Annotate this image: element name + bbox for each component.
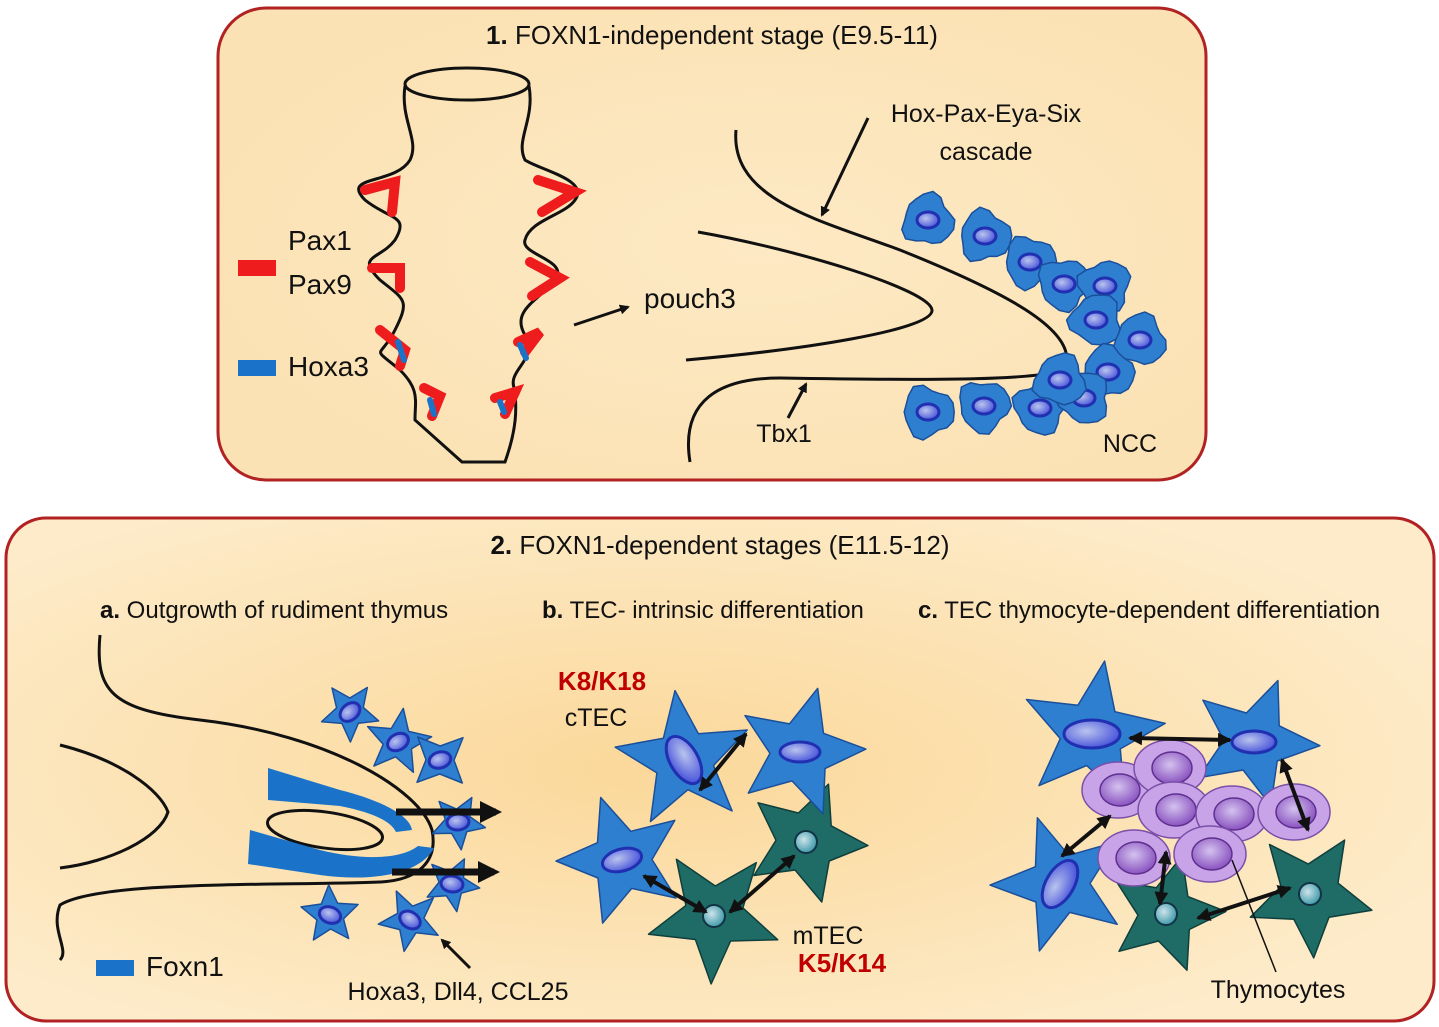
pharyngeal-apparatus (357, 66, 580, 464)
ctec-cell (744, 687, 867, 815)
k5-k14-label: K5/K14 (798, 948, 887, 978)
ctec-cell (1197, 679, 1321, 807)
mtec-label: mTEC (793, 922, 864, 950)
tbx1-arrow (786, 382, 808, 419)
neural-crest-cell (903, 384, 955, 441)
factors-label: Hoxa3, Dll4, CCL25 (348, 978, 569, 1006)
thymocyte (1097, 829, 1171, 887)
neural-crest-cell (1065, 294, 1121, 346)
section-a-title: a. Outgrowth of rudiment thymus (100, 597, 448, 624)
panel2-title: 2. FOXN1-dependent stages (E11.5-12) (490, 530, 949, 560)
panel-foxn1-independent: 1. FOXN1-independent stage (E9.5-11) Pax… (216, 6, 1208, 482)
rudiment-epithelial-cell (366, 707, 433, 774)
pouch3-label: pouch3 (644, 283, 736, 314)
tec-interaction-arrow (1128, 731, 1232, 747)
cascade-label-line2: cascade (939, 138, 1032, 166)
neural-crest-cells (901, 190, 1167, 441)
tec-interaction-arrow (1196, 885, 1292, 921)
rudiment-epithelial-cell (320, 686, 380, 743)
panel1-title: 1. FOXN1-independent stage (E9.5-11) (486, 20, 938, 50)
panel1-frame (216, 6, 1208, 482)
tec-interaction-arrow (728, 854, 796, 914)
mtec-cell (753, 783, 869, 903)
legend-pax9: Pax9 (288, 269, 352, 300)
neural-crest-cell (901, 190, 956, 245)
cascade-label-line1: Hox-Pax-Eya-Six (891, 100, 1082, 128)
tec-cells (555, 687, 869, 985)
legend-hoxa3: Hoxa3 (288, 351, 369, 382)
rudiment-epithelial-cell (300, 884, 359, 941)
hoxa3-legend-swatch (238, 360, 276, 376)
ctec-cell (555, 796, 677, 924)
neural-crest-cell (1111, 311, 1167, 366)
legend-pax1: Pax1 (288, 225, 352, 256)
neural-crest-cell (1031, 352, 1088, 406)
tec-interaction-arrow (642, 874, 708, 914)
panel-foxn1-dependent: 2. FOXN1-dependent stages (E11.5-12) a. … (4, 516, 1436, 1023)
ncc-label: NCC (1103, 430, 1157, 458)
foxn1-legend-label: Foxn1 (146, 951, 224, 982)
tec-interaction-arrow (1154, 850, 1172, 906)
hoxa3-expression-marks (395, 339, 529, 417)
rudiment-epithelial-cell (377, 890, 439, 953)
rudiment-epithelial-cell (416, 736, 464, 784)
pax-legend-swatch (238, 260, 276, 276)
pouch-arrow (573, 304, 630, 327)
factors-arrow (440, 938, 472, 970)
foxn1-legend-swatch (96, 960, 134, 976)
cascade-arrow (820, 117, 870, 217)
neural-crest-cell (961, 206, 1013, 263)
neural-crest-cell (959, 382, 1013, 435)
foxn1-expression-bands (248, 768, 434, 878)
tec-thymocyte-cells (989, 660, 1373, 971)
section-c-title: c. TEC thymocyte-dependent differentiati… (918, 597, 1380, 624)
k8-k18-label: K8/K18 (558, 666, 646, 696)
section-b-title: b. TEC- intrinsic differentiation (542, 597, 864, 624)
ctec-cell (1025, 660, 1166, 802)
neural-crest-cell (1037, 260, 1092, 314)
tec-interaction-arrow (698, 732, 748, 792)
tec-interaction-arrow (1060, 814, 1112, 858)
tbx1-label: Tbx1 (756, 420, 812, 448)
tec-interaction-arrow (1279, 758, 1311, 832)
thymocyte (1137, 781, 1211, 839)
ctec-label: cTEC (565, 704, 628, 732)
rudiment-outline (55, 634, 435, 962)
thymocytes-pointer (1231, 859, 1277, 973)
thymocyte (1173, 825, 1247, 883)
mtec-cell (1249, 839, 1373, 959)
thymocytes-label: Thymocytes (1211, 976, 1346, 1004)
